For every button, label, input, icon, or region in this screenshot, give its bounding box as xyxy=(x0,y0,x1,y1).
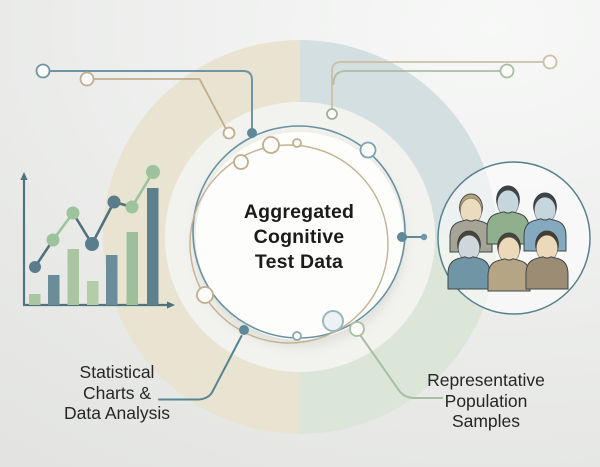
orbit-node xyxy=(349,321,365,337)
person-body xyxy=(486,211,530,245)
chart-bar xyxy=(67,249,79,305)
chart-line-dot xyxy=(107,195,121,209)
person-face xyxy=(457,234,481,262)
center-circle xyxy=(195,132,404,340)
orbit-node xyxy=(542,54,558,70)
orbit-node xyxy=(196,286,214,304)
chart-bar xyxy=(29,294,41,305)
label-right-green xyxy=(359,334,443,399)
y-axis-arrow xyxy=(20,172,28,180)
orbit-node xyxy=(79,71,95,87)
top-right-tan xyxy=(331,61,545,110)
chart-bar xyxy=(106,255,118,305)
orbit-node xyxy=(262,136,280,154)
person-face xyxy=(496,189,520,217)
person-body xyxy=(525,256,569,290)
person-avatar xyxy=(447,230,491,290)
person-body xyxy=(487,258,531,292)
orbit-node xyxy=(233,154,249,170)
person-face xyxy=(535,234,559,262)
right-label: Representative Population Samples xyxy=(427,370,545,431)
orbit-node xyxy=(359,141,377,159)
chart-line-dot xyxy=(125,200,139,214)
chart-line-dot xyxy=(46,233,60,247)
x-axis-arrow xyxy=(167,301,175,309)
person-body xyxy=(447,256,491,290)
orbit-tan xyxy=(189,144,389,344)
orbit-node xyxy=(35,63,51,79)
chart-bar xyxy=(126,232,138,305)
person-avatar xyxy=(487,232,531,292)
orbit-node xyxy=(499,63,515,79)
orbit-node xyxy=(326,108,338,120)
orbit-node xyxy=(239,325,249,335)
chart-bar xyxy=(147,188,159,305)
orbit-node xyxy=(247,128,257,138)
chart-line-dot xyxy=(146,165,160,179)
population-group-icon xyxy=(437,161,591,315)
chart-bar xyxy=(87,281,99,305)
orbit-node xyxy=(222,126,236,140)
person-avatar xyxy=(525,230,569,290)
person-face xyxy=(459,197,483,225)
left-label: Statistical Charts & Data Analysis xyxy=(63,362,171,423)
top-left-tan xyxy=(92,78,227,130)
chart-line-dot xyxy=(29,261,41,273)
chart-bar xyxy=(48,275,60,305)
person-face xyxy=(497,236,521,264)
ring-left-beige xyxy=(102,39,300,434)
orbit-node xyxy=(322,310,344,332)
orbit-node xyxy=(292,138,302,148)
connector-lines xyxy=(48,61,545,401)
statistics-chart-icon xyxy=(20,165,175,309)
orbit-nodes xyxy=(35,54,558,341)
top-right-green xyxy=(332,70,502,85)
chart-line-dot xyxy=(66,206,80,220)
ring-topright-blue xyxy=(300,40,497,237)
chart-line-dot xyxy=(85,237,99,251)
person-avatar xyxy=(486,185,530,245)
person-face xyxy=(533,196,557,224)
center-label: Aggregated Cognitive Test Data xyxy=(243,201,355,273)
orbit-node xyxy=(420,233,428,241)
orbit-node xyxy=(397,232,407,242)
orbit-node xyxy=(292,331,302,341)
chart-line-segment xyxy=(90,200,116,246)
top-left-blue xyxy=(48,70,253,130)
label-left-teal xyxy=(158,335,243,401)
